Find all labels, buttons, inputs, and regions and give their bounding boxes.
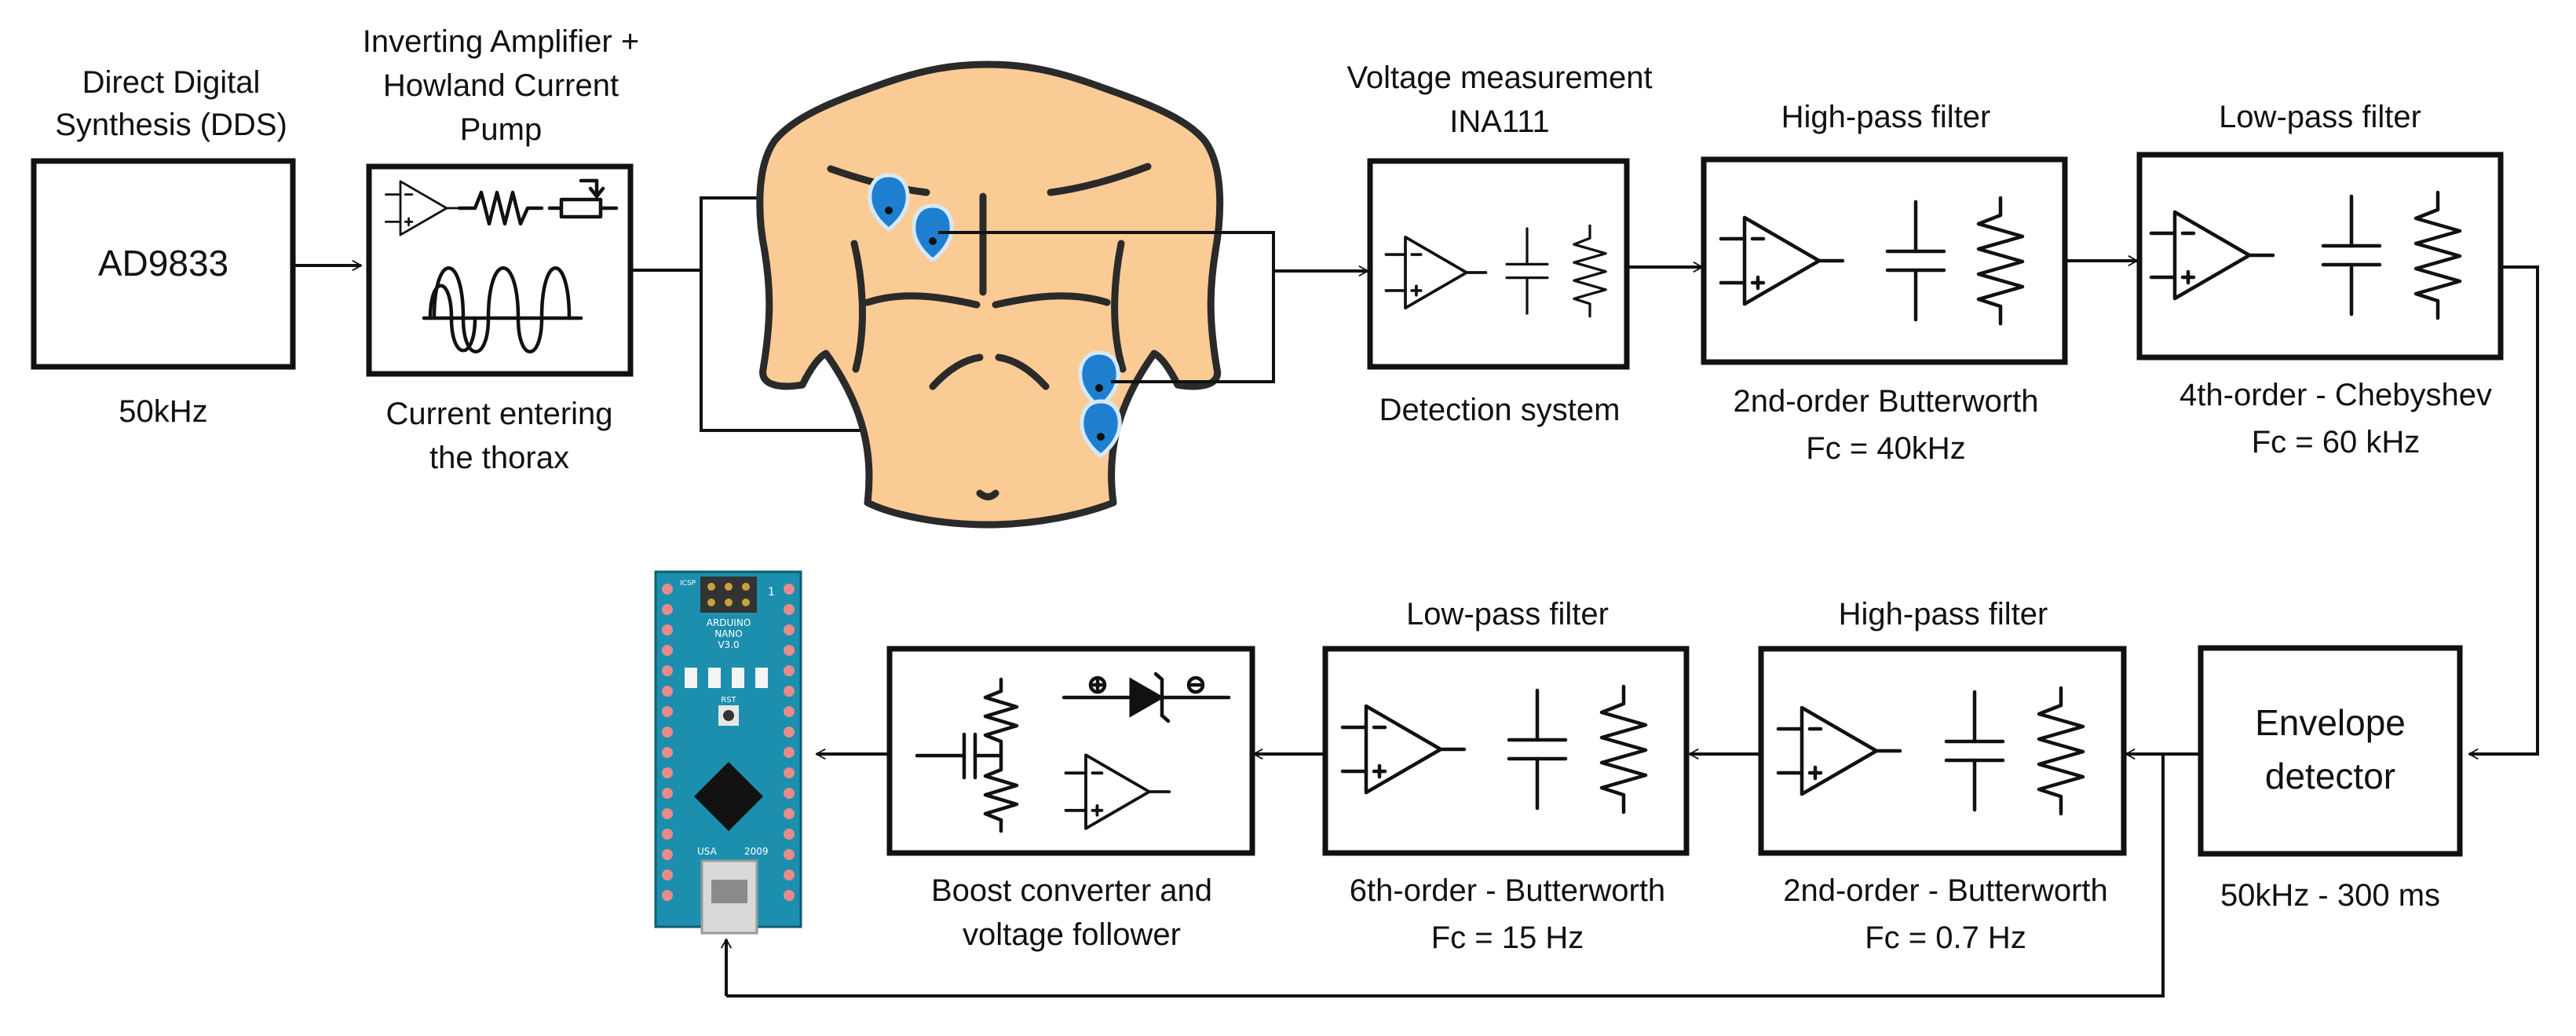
zener-diode-icon (1061, 672, 1231, 723)
hpf2-title: High-pass filter (1839, 597, 2048, 631)
dds-chip-label: AD9833 (98, 243, 228, 284)
envelope-detector-block: Envelope detector 50kHz - 300 ms (2198, 645, 2463, 913)
boost-caption-line-2: voltage follower (963, 917, 1181, 952)
icsp-pins (707, 583, 750, 606)
dds-title-line-1: Direct Digital (82, 65, 261, 100)
current-source-caption-line-1: Current entering (385, 397, 612, 431)
arduino-model: NANO (714, 628, 743, 639)
hpf2-caption-line-2: Fc = 0.7 Hz (1865, 921, 2026, 955)
sine-wave-icon (422, 266, 583, 353)
current-source-title-line-2: Howland Current (383, 68, 619, 103)
low-pass-filter-2-block: Low-pass filter 6th-order - Butterworth … (1322, 597, 1690, 955)
low-pass-filter-1-block: Low-pass filter 4th-order - Chebyshev Fc… (2136, 100, 2504, 459)
arduino-leds (685, 668, 768, 688)
microcontroller-chip (694, 762, 763, 831)
arduino-year: 2009 (744, 846, 769, 857)
right-lat-line (1111, 240, 1127, 373)
right-ab-line (995, 353, 1050, 390)
icsp-header (700, 577, 757, 613)
high-pass-filter-1-block: High-pass filter 2nd-order Butterworth F… (1701, 100, 2068, 466)
icsp-label: ICSP (680, 580, 696, 588)
navel (976, 489, 999, 500)
dds-title-line-2: Synthesis (DDS) (55, 108, 287, 142)
left-chest-curve (864, 292, 981, 309)
hpf1-title: High-pass filter (1781, 100, 1991, 134)
current-source-title-line-1: Inverting Amplifier + (363, 24, 639, 59)
current-source-block: Inverting Amplifier + Howland Current Pu… (363, 24, 639, 475)
envelope-label-line-1: Envelope (2255, 702, 2406, 743)
electrode-icon-2 (912, 203, 954, 263)
arduino-brand: ARDUINO (707, 617, 751, 628)
arduino-origin: USA (697, 846, 718, 857)
lpf1-caption-line-2: Fc = 60 kHz (2252, 425, 2421, 459)
usb-port (711, 880, 747, 903)
dds-box (31, 158, 296, 370)
envelope-caption: 50kHz - 300 ms (2220, 878, 2440, 913)
dds-block: Direct Digital Synthesis (DDS) AD9833 50… (31, 65, 296, 429)
lpf1-caption-line-1: 4th-order - Chebyshev (2180, 378, 2492, 412)
electrode-icon-1 (868, 173, 910, 232)
envelope-label-line-2: detector (2265, 756, 2395, 796)
voltage-measurement-block: Voltage measurement INA111 Detection sys… (1346, 60, 1652, 427)
high-pass-filter-2-block: High-pass filter 2nd-order - Butterworth… (1758, 597, 2127, 955)
right-chest-curve (992, 292, 1111, 309)
reset-label: RST (721, 696, 736, 705)
hpf1-caption-line-1: 2nd-order Butterworth (1733, 384, 2038, 419)
envelope-box (2198, 645, 2463, 857)
boost-caption-line-1: Boost converter and (931, 873, 1212, 908)
arduino-nano-board: 1 ICSP ARDUINO NANO V3.0 RST USA 2009 (654, 570, 802, 935)
arduino-version: V3.0 (718, 639, 739, 650)
potentiometer-icon (547, 178, 619, 219)
torso-skin (756, 60, 1224, 529)
lpf1-to-envelope-wire (2469, 265, 2539, 754)
thorax-illustration (756, 60, 1224, 529)
envelope-to-arduino-wire (726, 754, 2165, 998)
dds-frequency: 50kHz (119, 394, 207, 429)
lpf2-caption-line-1: 6th-order - Butterworth (1350, 873, 1665, 908)
icsp-pin1-label: 1 (768, 586, 775, 599)
left-lat-line (850, 240, 866, 373)
mini-resistor-icon (457, 190, 544, 226)
arduino-right-pins (784, 584, 795, 901)
electrode-icon-4 (1080, 399, 1122, 459)
lpf2-caption-line-2: Fc = 15 Hz (1431, 921, 1584, 955)
voltage-title-line-2: INA111 (1449, 104, 1549, 139)
arduino-left-pins (662, 584, 673, 901)
voltage-caption: Detection system (1379, 393, 1621, 427)
voltage-title-line-1: Voltage measurement (1346, 60, 1652, 95)
sense-wire-loop (938, 231, 1275, 383)
left-ab-line (929, 353, 984, 390)
current-source-title-line-3: Pump (460, 112, 543, 147)
boost-converter-block: Boost converter and voltage follower (886, 646, 1255, 952)
right-pec-line (1047, 163, 1152, 196)
boost-rc-network-icon (915, 677, 1019, 833)
hpf1-caption-line-2: Fc = 40kHz (1806, 431, 1965, 466)
current-source-caption-line-2: the thorax (429, 441, 569, 475)
lpf1-title: Low-pass filter (2219, 100, 2421, 134)
lpf2-title: Low-pass filter (1406, 597, 1609, 631)
hpf2-caption-line-1: 2nd-order - Butterworth (1783, 873, 2108, 908)
